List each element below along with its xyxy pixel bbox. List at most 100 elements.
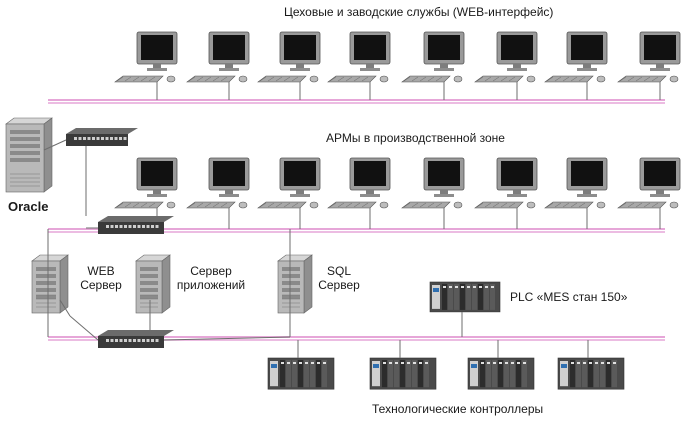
mouse-icon — [309, 75, 319, 83]
screen — [644, 161, 676, 186]
zone-workstation-6 — [474, 157, 538, 209]
switch-top — [66, 128, 138, 146]
controllers-title: Технологические контроллеры — [372, 402, 544, 416]
plc-mes-150 — [429, 281, 501, 313]
monitor-stand — [513, 64, 521, 68]
app-server-label-line2: приложений — [176, 278, 246, 292]
zone-workstation-2 — [186, 157, 250, 209]
services-workstation-2 — [186, 31, 250, 83]
tech-controller-2 — [369, 357, 437, 390]
tech-controller-3 — [467, 357, 535, 390]
monitor-stand — [440, 64, 448, 68]
mouse-icon — [309, 201, 319, 209]
network-wire — [163, 336, 291, 341]
screen — [571, 35, 603, 60]
web-server-label-line2: Сервер — [80, 278, 122, 292]
keyboard-icon — [327, 75, 377, 83]
screen — [501, 35, 533, 60]
monitor-stand — [366, 64, 374, 68]
screen — [141, 161, 173, 186]
keyboard-icon — [544, 75, 594, 83]
monitor-base — [360, 194, 380, 197]
monitor-stand — [656, 64, 664, 68]
app-server-label-line1: Сервер — [190, 264, 232, 278]
zone-workstation-1 — [114, 157, 178, 209]
mouse-icon — [238, 75, 248, 83]
mouse-icon — [596, 75, 606, 83]
screen — [284, 161, 316, 186]
mouse-icon — [526, 201, 536, 209]
sql-server-label-line1: SQL — [326, 264, 351, 278]
monitor-base — [577, 68, 597, 71]
screen — [284, 35, 316, 60]
monitor-base — [507, 68, 527, 71]
network-bus-services — [48, 99, 665, 104]
zone-workstation-5 — [401, 157, 465, 209]
oracle-label: Oracle — [8, 199, 49, 214]
monitor-base — [434, 68, 454, 71]
workstations-title: АРМы в производственной зоне — [326, 131, 505, 145]
services-workstation-8 — [617, 31, 681, 83]
monitor-base — [434, 194, 454, 197]
keyboard-icon — [257, 75, 307, 83]
services-workstation-3 — [257, 31, 321, 83]
network-wire — [43, 139, 67, 151]
services-workstation-5 — [401, 31, 465, 83]
sql-server-label-line2: Сервер — [318, 278, 360, 292]
screen — [501, 161, 533, 186]
screen — [428, 161, 460, 186]
monitor-base — [507, 194, 527, 197]
monitor-base — [219, 68, 239, 71]
screen — [644, 35, 676, 60]
monitor-stand — [153, 64, 161, 68]
mouse-icon — [669, 201, 679, 209]
monitor-base — [219, 194, 239, 197]
keyboard-icon — [474, 75, 524, 83]
monitor-stand — [583, 64, 591, 68]
monitor-base — [290, 194, 310, 197]
monitor-stand — [583, 190, 591, 194]
mouse-icon — [238, 201, 248, 209]
monitor-base — [650, 68, 670, 71]
zone-workstation-7 — [544, 157, 608, 209]
monitor-stand — [440, 190, 448, 194]
sql-server-label: SQL Сервер — [314, 264, 364, 292]
mouse-icon — [669, 75, 679, 83]
app-server — [135, 254, 171, 314]
monitor-stand — [225, 64, 233, 68]
keyboard-icon — [617, 201, 667, 209]
zone-workstation-3 — [257, 157, 321, 209]
zone-workstation-4 — [327, 157, 391, 209]
mouse-icon — [526, 75, 536, 83]
services-title: Цеховые и заводские службы (WEB-интерфей… — [284, 5, 554, 19]
mouse-icon — [166, 75, 176, 83]
screen — [213, 35, 245, 60]
app-server-label: Сервер приложений — [175, 264, 247, 292]
zone-workstation-8 — [617, 157, 681, 209]
switch-bottom — [98, 330, 174, 348]
keyboard-icon — [401, 75, 451, 83]
keyboard-icon — [186, 201, 236, 209]
monitor-base — [577, 194, 597, 197]
network-wire — [59, 299, 71, 317]
tech-controller-1 — [267, 357, 335, 390]
monitor-stand — [296, 190, 304, 194]
monitor-stand — [366, 190, 374, 194]
services-workstation-4 — [327, 31, 391, 83]
keyboard-icon — [544, 201, 594, 209]
screen — [354, 35, 386, 60]
monitor-stand — [296, 64, 304, 68]
monitor-base — [290, 68, 310, 71]
services-workstation-6 — [474, 31, 538, 83]
screen — [428, 35, 460, 60]
monitor-base — [360, 68, 380, 71]
monitor-stand — [656, 190, 664, 194]
mouse-icon — [453, 201, 463, 209]
keyboard-icon — [114, 201, 164, 209]
monitor-base — [147, 194, 167, 197]
plc-label: PLC «MES стан 150» — [510, 290, 628, 304]
mouse-icon — [596, 201, 606, 209]
monitor-base — [650, 194, 670, 197]
